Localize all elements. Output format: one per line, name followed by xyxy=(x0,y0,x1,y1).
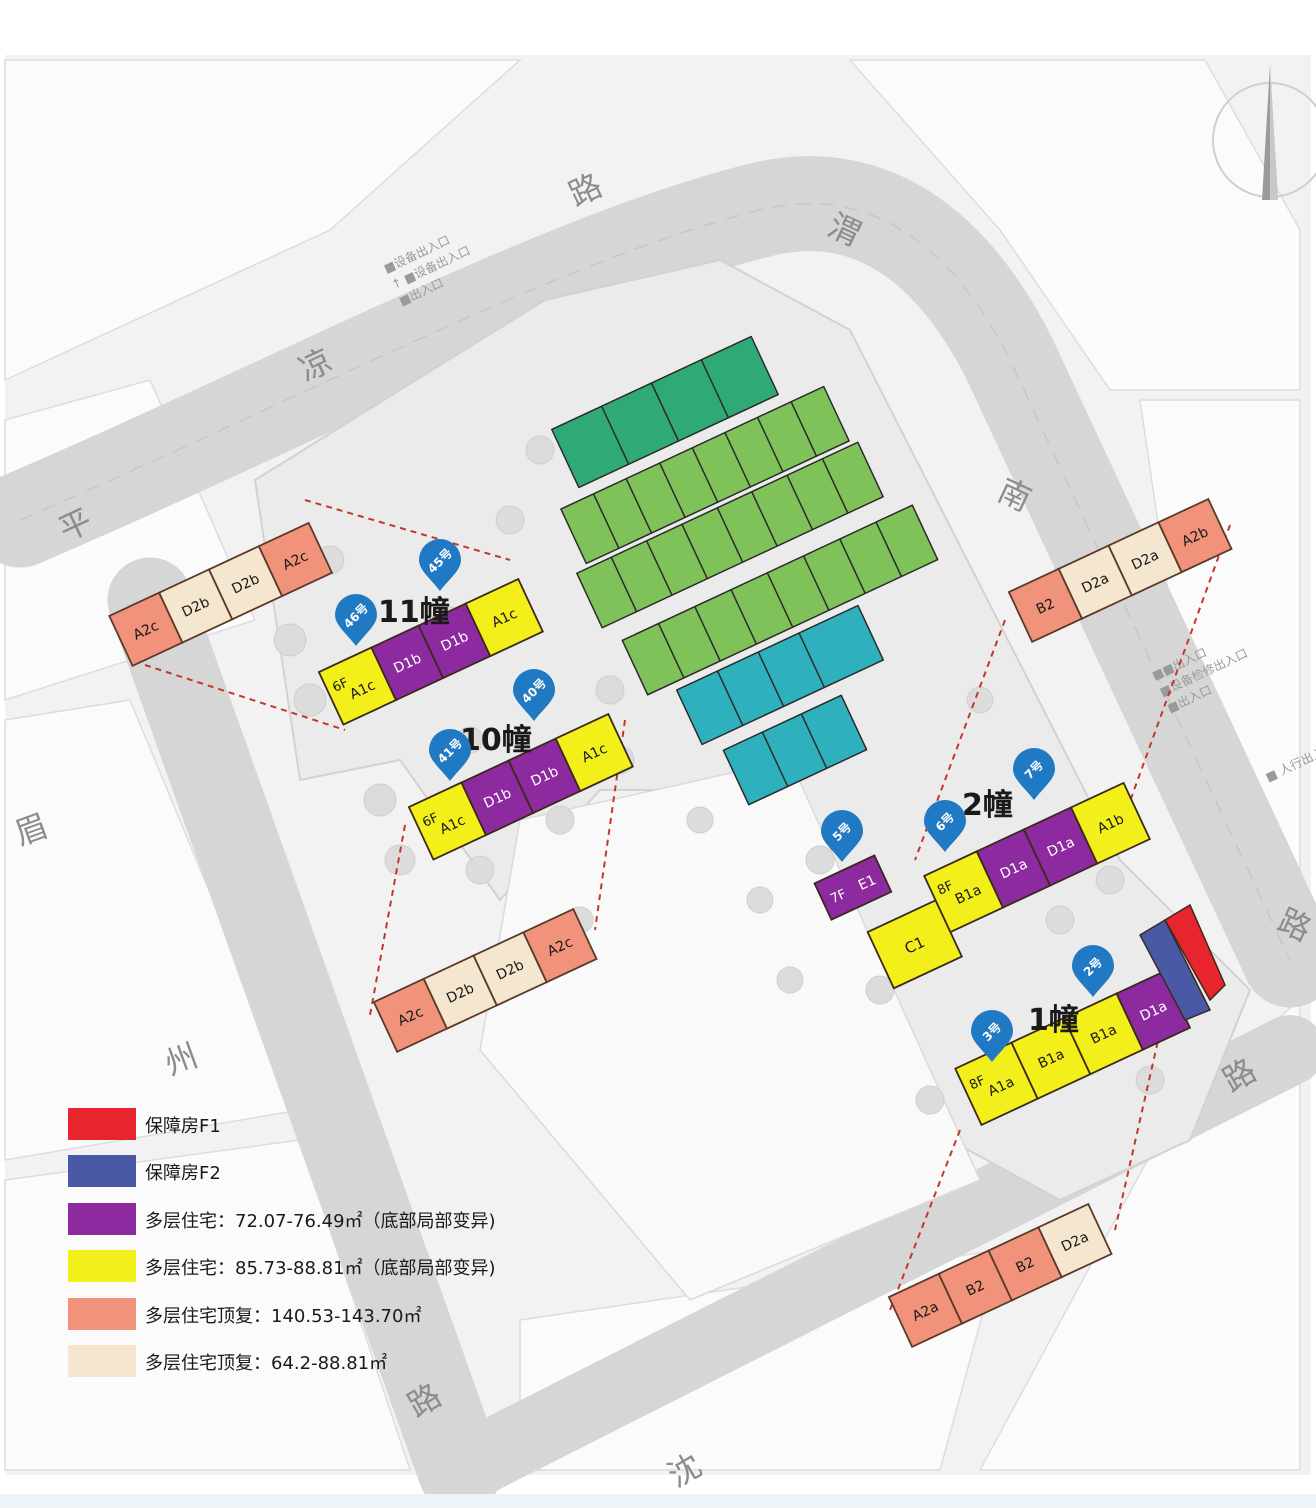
map-pin-icon xyxy=(924,800,966,852)
pin-41: 41号 xyxy=(429,729,471,781)
building-names: 11幢 10幢 2幢 1幢 xyxy=(378,595,1079,1038)
legend-item: 多层住宅顶复：140.53-143.70㎡ xyxy=(68,1296,588,1343)
pin-46: 46号 xyxy=(335,594,377,646)
pin-5: 5号 xyxy=(821,810,863,862)
legend-item: 多层住宅：72.07-76.49㎡（底部局部变异) xyxy=(68,1201,588,1248)
unit-label: 6F xyxy=(420,810,441,830)
legend-label: 保障房F2 xyxy=(145,1163,221,1185)
building-2-upper: B2 D2a D2a A2b xyxy=(1007,497,1233,644)
parking-area xyxy=(551,335,939,806)
building-11: 6F A1c D1b D1b A1c xyxy=(317,577,544,726)
building-11-upper: A2c D2b D2b A2c xyxy=(108,521,334,667)
legend-item: 多层住宅顶复：64.2-88.81㎡ xyxy=(68,1343,588,1390)
legend-item: 保障房F1 xyxy=(68,1106,588,1153)
map-pin-icon xyxy=(971,1010,1013,1062)
building-1: 8F A1a B1a B1a D1a xyxy=(954,970,1192,1127)
map-pin-icon xyxy=(335,594,377,646)
unit-label: E1 xyxy=(856,872,879,894)
pin-2: 2号 xyxy=(1072,945,1114,997)
building-1-upper: A2a B2 B2 D2a xyxy=(887,1202,1113,1349)
map-pin-icon xyxy=(1072,945,1114,997)
building-10-upper: A2c D2b D2b A2c xyxy=(372,907,598,1054)
map-pin-icon xyxy=(429,729,471,781)
building-name-10: 10幢 xyxy=(460,723,532,758)
affordable-housing-block xyxy=(1139,903,1226,1021)
location-pins: 45号 46号 40号 41号 5号 6号 7号 2号 xyxy=(335,539,1114,1062)
map-pin-icon xyxy=(513,669,555,721)
pin-45: 45号 xyxy=(419,539,461,591)
unit-label: B2 xyxy=(964,1277,988,1299)
building-name-2: 2幢 xyxy=(962,788,1013,823)
map-pin-icon xyxy=(821,810,863,862)
unit-label: 8F xyxy=(967,1073,988,1093)
legend-swatch xyxy=(68,1344,136,1377)
map-legend: 保障房F1 保障房F2 多层住宅：72.07-76.49㎡（底部局部变异) 多层… xyxy=(68,1106,588,1390)
pin-7: 7号 xyxy=(1013,748,1055,800)
legend-swatch xyxy=(68,1250,136,1283)
north-arrow-icon xyxy=(1212,65,1316,200)
legend-label: 多层住宅：85.73-88.81㎡（底部局部变异) xyxy=(145,1258,496,1280)
legend-label: 保障房F1 xyxy=(145,1116,221,1137)
road-center-lines xyxy=(19,202,1291,961)
map-pin-icon xyxy=(419,539,461,591)
building-name-11: 11幢 xyxy=(378,595,450,630)
building-10: 6F A1c D1b D1b A1c xyxy=(407,712,634,861)
building-name-1: 1幢 xyxy=(1028,1003,1079,1038)
unit-label: B2 xyxy=(1014,1254,1038,1276)
legend-swatch xyxy=(68,1108,136,1140)
unit-label: 8F xyxy=(935,878,956,898)
building-2: C1 8F B1a D1a D1a A1b xyxy=(866,781,1151,990)
legend-label: 多层住宅：72.07-76.49㎡（底部局部变异) xyxy=(145,1210,496,1232)
pin-3: 3号 xyxy=(971,1010,1013,1062)
pin-40: 40号 xyxy=(513,669,555,721)
legend-item: 多层住宅：85.73-88.81㎡（底部局部变异) xyxy=(68,1248,588,1295)
legend-swatch xyxy=(68,1297,136,1330)
unit-label: 6F xyxy=(330,675,351,695)
building-2-small: 7F E1 xyxy=(813,854,893,921)
legend-swatch xyxy=(68,1202,136,1235)
bottom-bar xyxy=(0,1494,1316,1508)
legend-swatch xyxy=(68,1155,136,1188)
pin-6: 6号 xyxy=(924,800,966,852)
unit-label: B2 xyxy=(1034,596,1058,618)
legend-label: 多层住宅顶复：140.53-143.70㎡ xyxy=(145,1305,422,1327)
legend-label: 多层住宅顶复：64.2-88.81㎡ xyxy=(145,1352,388,1374)
map-pin-icon xyxy=(1013,748,1055,800)
unit-label: 7F xyxy=(828,887,849,907)
legend-item: 保障房F2 xyxy=(68,1153,588,1200)
